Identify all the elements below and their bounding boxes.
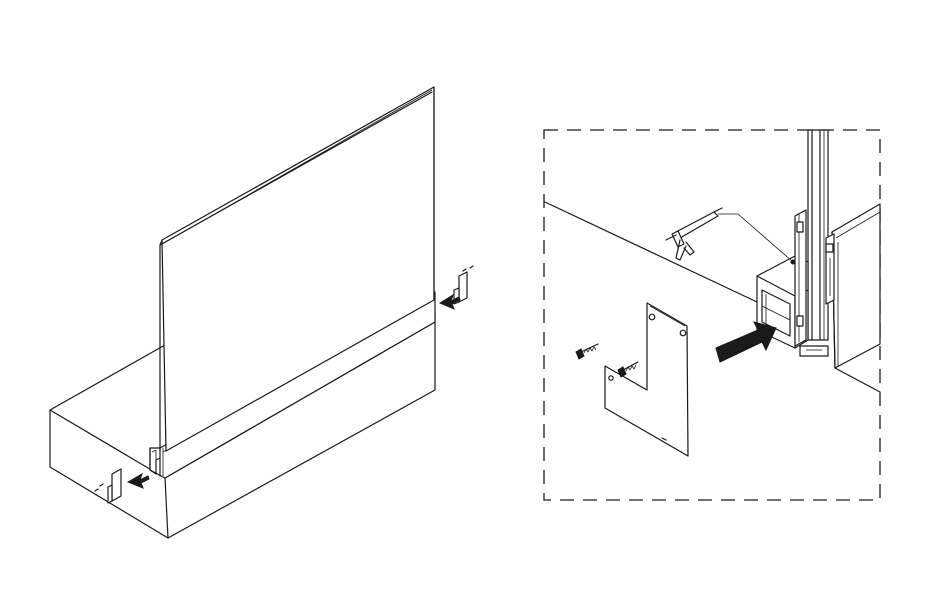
floor-edge — [544, 201, 758, 303]
end-cap-plate — [604, 302, 689, 457]
sealant-point — [790, 259, 796, 265]
channel-detail — [756, 209, 835, 357]
arrow-icon — [126, 472, 150, 489]
end-cap-icon — [94, 468, 122, 504]
glass-detail — [807, 129, 829, 341]
slab-detail — [831, 203, 881, 369]
screw-icon — [575, 343, 599, 360]
arrow-icon — [438, 293, 461, 310]
glass-panel — [159, 86, 435, 453]
sealant-leader — [718, 213, 794, 263]
screw-icon — [617, 361, 639, 378]
end-cap-installation-detail — [543, 129, 881, 501]
caulking-gun-icon — [665, 207, 723, 261]
detail-frame — [543, 129, 881, 501]
glass-panel-installation-overview — [49, 86, 474, 539]
arrow-icon — [715, 321, 777, 363]
